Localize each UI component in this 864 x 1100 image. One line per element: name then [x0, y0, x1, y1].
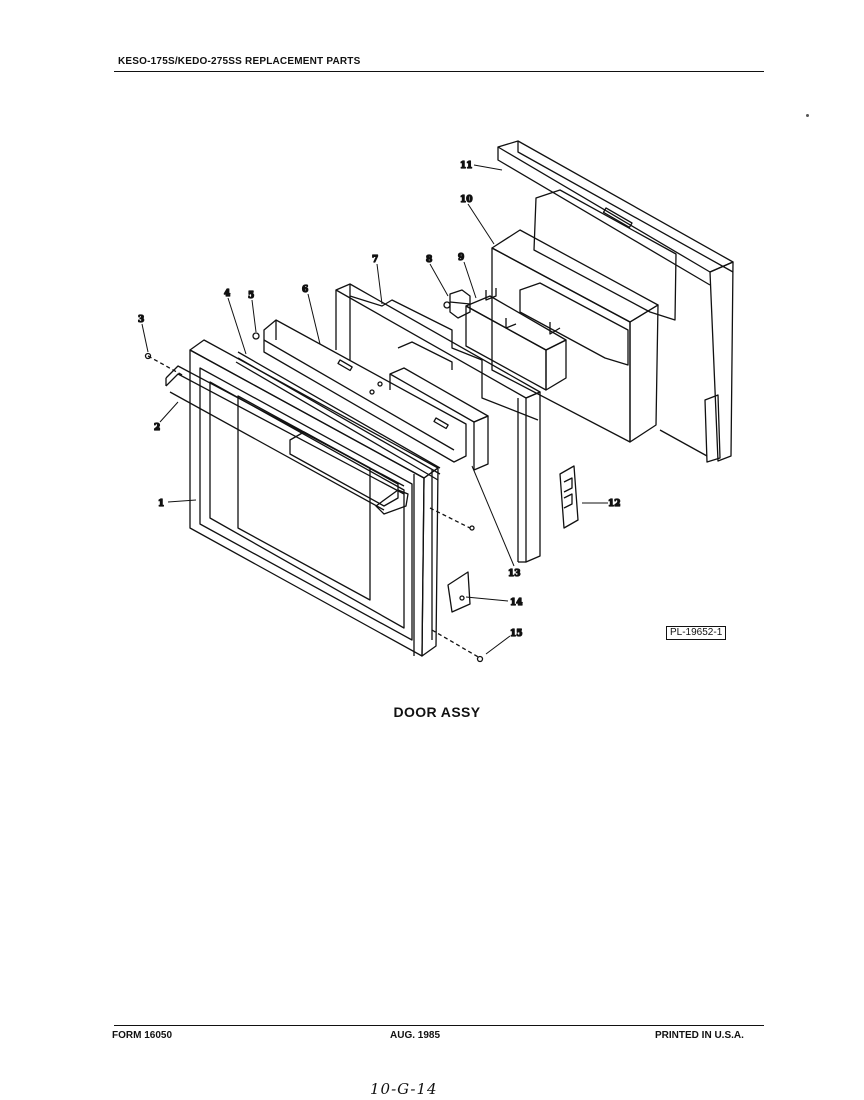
diagram-caption: DOOR ASSY — [393, 704, 481, 720]
drawing-reference-number: PL-19652-1 — [666, 626, 727, 640]
callout-12: 12 — [608, 499, 621, 509]
callout-11: 11 — [460, 161, 473, 171]
handwritten-note: 10-G-14 — [370, 1080, 438, 1098]
callout-5: 5 — [248, 291, 254, 301]
callout-leaders — [141, 164, 608, 655]
part-10-insulation-box — [491, 229, 659, 443]
callout-14: 14 — [510, 598, 523, 608]
footer-form-number: FORM 16050 — [112, 1030, 173, 1041]
callout-6: 6 — [302, 285, 308, 295]
header-rule — [114, 71, 764, 72]
part-11-back-panel — [497, 140, 734, 463]
fastener-paths — [147, 355, 481, 659]
part-14-hinge-bracket — [447, 571, 471, 613]
part-8-bracket — [443, 289, 471, 319]
callout-8: 8 — [426, 255, 432, 265]
page-header-title: KESO-175S/KEDO-275SS REPLACEMENT PARTS — [118, 56, 361, 67]
part-6-top-trim — [252, 319, 467, 463]
callout-13: 13 — [508, 569, 521, 579]
footer-date: AUG. 1985 — [390, 1030, 441, 1041]
door-assembly-exploded-view: 1 2 3 4 5 6 7 8 9 10 11 12 13 14 15 — [137, 140, 734, 663]
margin-dot — [806, 114, 809, 117]
footer-printed: PRINTED IN U.S.A. — [655, 1030, 744, 1041]
callout-15: 15 — [510, 629, 523, 639]
part-1-outer-door — [189, 339, 439, 657]
callout-4: 4 — [224, 289, 230, 299]
part-15-screw — [476, 655, 484, 663]
part-12-hinge-clip — [559, 465, 579, 529]
part-9-vent-baffle — [465, 288, 567, 391]
part-7-inner-liner — [335, 283, 541, 563]
part-3-screw — [144, 352, 152, 360]
callout-3: 3 — [138, 315, 144, 325]
screw-hinge-side — [469, 525, 475, 531]
callout-10: 10 — [460, 195, 473, 205]
part-2-door-handle — [165, 365, 409, 515]
callout-1: 1 — [158, 499, 164, 509]
footer-rule — [114, 1025, 764, 1026]
callout-2: 2 — [154, 423, 160, 433]
callout-7: 7 — [372, 255, 378, 265]
callout-9: 9 — [458, 253, 464, 263]
